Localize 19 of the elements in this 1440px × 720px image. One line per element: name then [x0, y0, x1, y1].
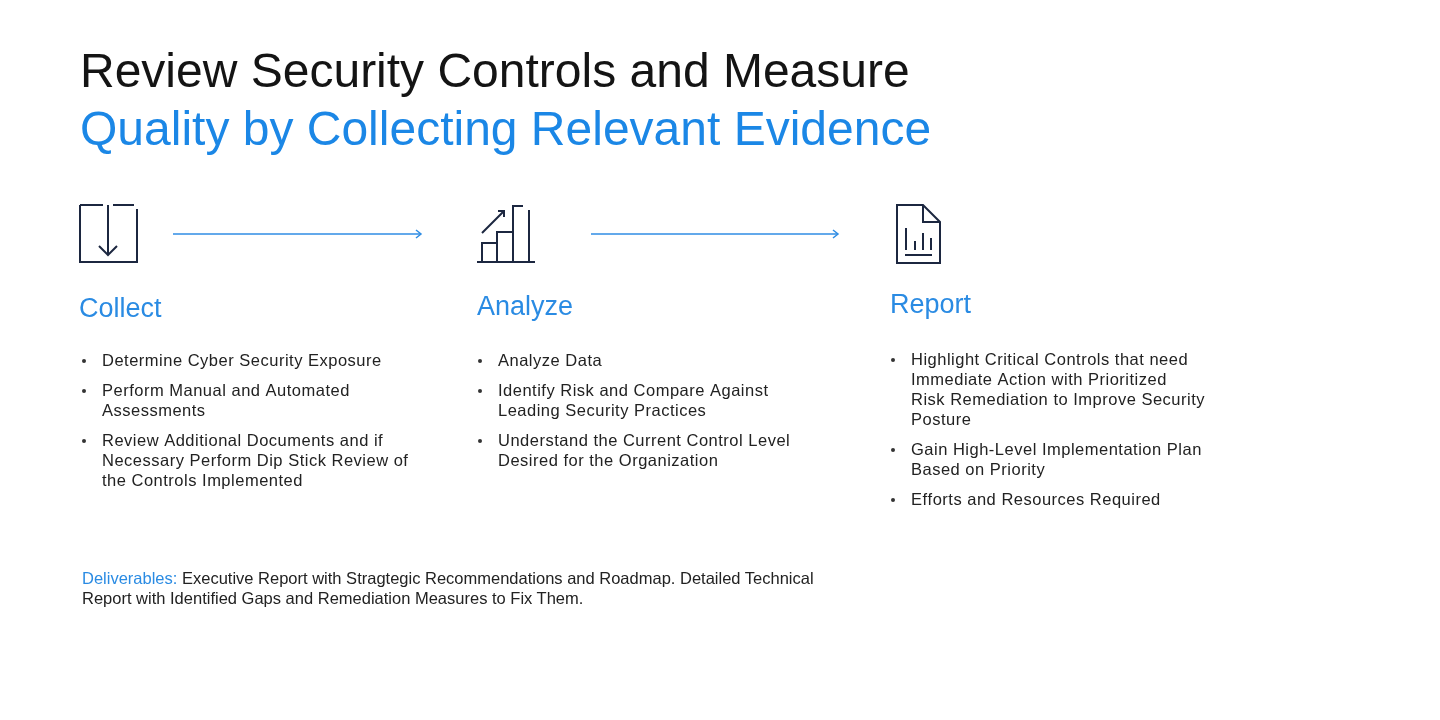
bullet-text: Perform Manual and Automated Assessments — [102, 380, 351, 420]
title: Review Security Controls and Measure Quality by Collecting Relevant Evidence — [80, 43, 933, 157]
arrow — [590, 229, 839, 239]
bullet-text: Determine Cyber Security Exposure — [102, 350, 383, 370]
bullet-text: Highlight Critical Controls that need Immediate Action with Prioritized Risk Remediation to Improve Security Posture — [911, 349, 1206, 429]
deliverables-note: Deliverables: Executive Report with Stragtegic Recommendations and Roadmap. Detailed Technical Report with Identified Gaps and Remediation Measures to Fix Them. — [82, 568, 815, 608]
growth-chart-icon — [477, 204, 535, 264]
document-chart-icon — [895, 204, 942, 264]
bullet-text: Review Additional Documents and if Necessary Perform Dip Stick Review of the Controls Implemented — [102, 430, 410, 490]
bullet-text: Gain High-Level Implementation Plan Based on Priority — [911, 439, 1203, 479]
bullet-text: Analyze Data — [498, 350, 604, 370]
step-heading: Report — [890, 288, 972, 320]
bullet-text: Identify Risk and Compare Against Leading Security Practices — [498, 380, 770, 420]
step-heading: Analyze — [477, 290, 574, 322]
download-icon — [79, 204, 139, 264]
bullet-text: Understand the Current Control Level Desired for the Organization — [498, 430, 792, 470]
bullet-text: Efforts and Resources Required — [911, 489, 1162, 509]
arrow — [172, 229, 422, 239]
step-heading: Collect — [79, 292, 162, 324]
